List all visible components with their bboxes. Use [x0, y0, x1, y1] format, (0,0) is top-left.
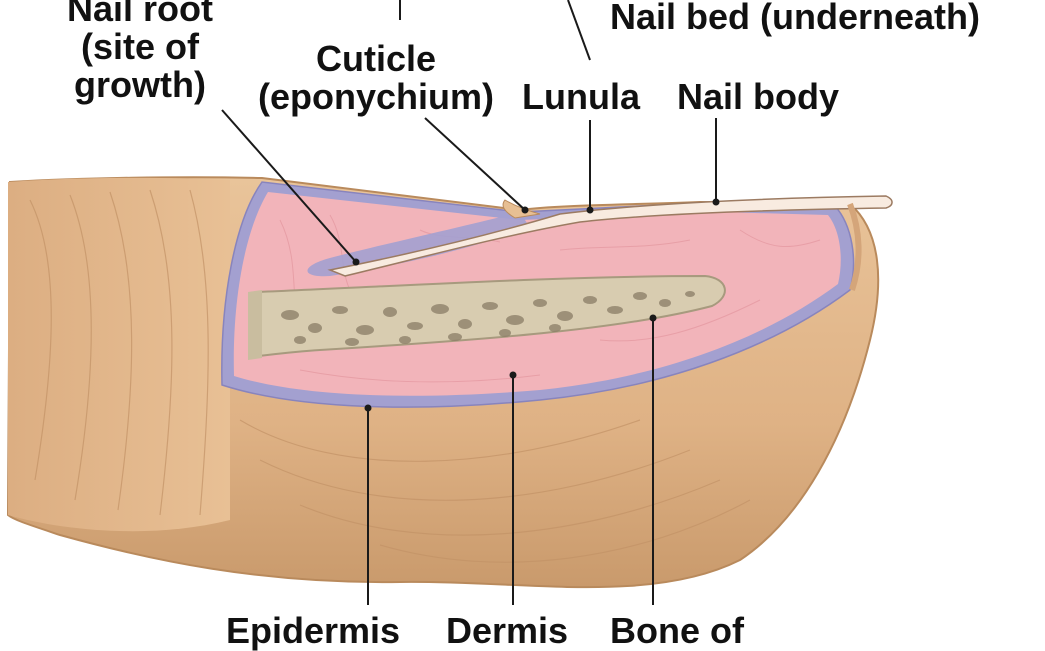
leader-dot-epidermis: [365, 405, 372, 412]
label-cuticle-line2: (eponychium): [236, 78, 516, 116]
label-dermis: Dermis: [446, 612, 568, 650]
label-epidermis: Epidermis: [226, 612, 400, 650]
leader-dot-bone: [650, 315, 657, 322]
leader-dot-cuticle: [522, 207, 529, 214]
leader-dot-dermis: [510, 372, 517, 379]
nail-anatomy-diagram: Nail root (site of growth) Cuticle (epon…: [0, 0, 1045, 630]
bone-cut-face: [248, 290, 262, 360]
label-cuticle-line1: Cuticle: [236, 40, 516, 78]
leader-nail-bed: [568, 0, 590, 60]
label-cuticle: Cuticle (eponychium): [236, 40, 516, 116]
label-nail-body: Nail body: [677, 78, 839, 116]
label-nail-bed: Nail bed (underneath): [610, 0, 980, 36]
leader-cuticle: [425, 118, 525, 210]
label-nail-root-line1: Nail root: [40, 0, 240, 28]
label-nail-root-line3: growth): [40, 66, 240, 104]
label-bone: Bone of: [610, 612, 744, 650]
label-lunula: Lunula: [522, 78, 640, 116]
leader-dot-nail-root: [353, 259, 360, 266]
label-nail-root: Nail root (site of growth): [40, 0, 240, 104]
label-nail-root-line2: (site of: [40, 28, 240, 66]
leader-dot-lunula: [587, 207, 594, 214]
leader-dot-nail-body: [713, 199, 720, 206]
